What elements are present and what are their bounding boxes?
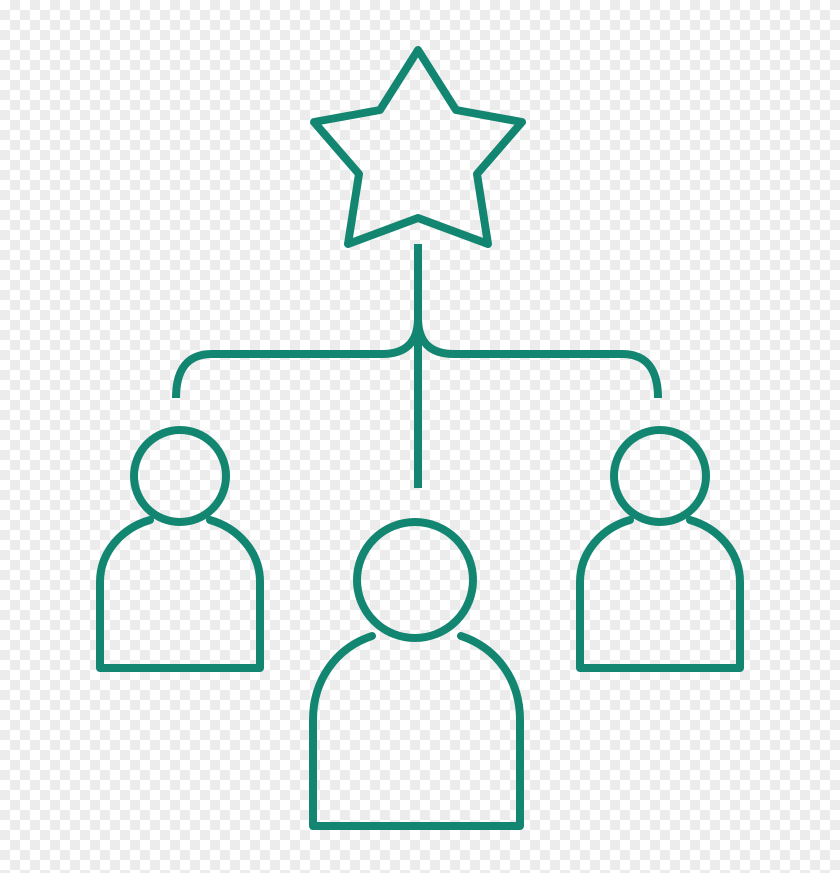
person-right-body: [576, 516, 744, 672]
person-left-body: [96, 516, 264, 672]
branch-left-line: [172, 317, 422, 399]
person-center-body: [309, 632, 524, 830]
person-center-icon: [309, 518, 524, 830]
org-connector-lines: [172, 244, 662, 488]
person-right-head: [610, 426, 710, 526]
branch-right-line: [414, 317, 662, 399]
person-right-icon: [576, 426, 744, 672]
person-left-icon: [96, 426, 264, 672]
person-center-head: [353, 518, 477, 642]
person-left-head: [130, 426, 230, 526]
star-icon: [310, 46, 526, 248]
